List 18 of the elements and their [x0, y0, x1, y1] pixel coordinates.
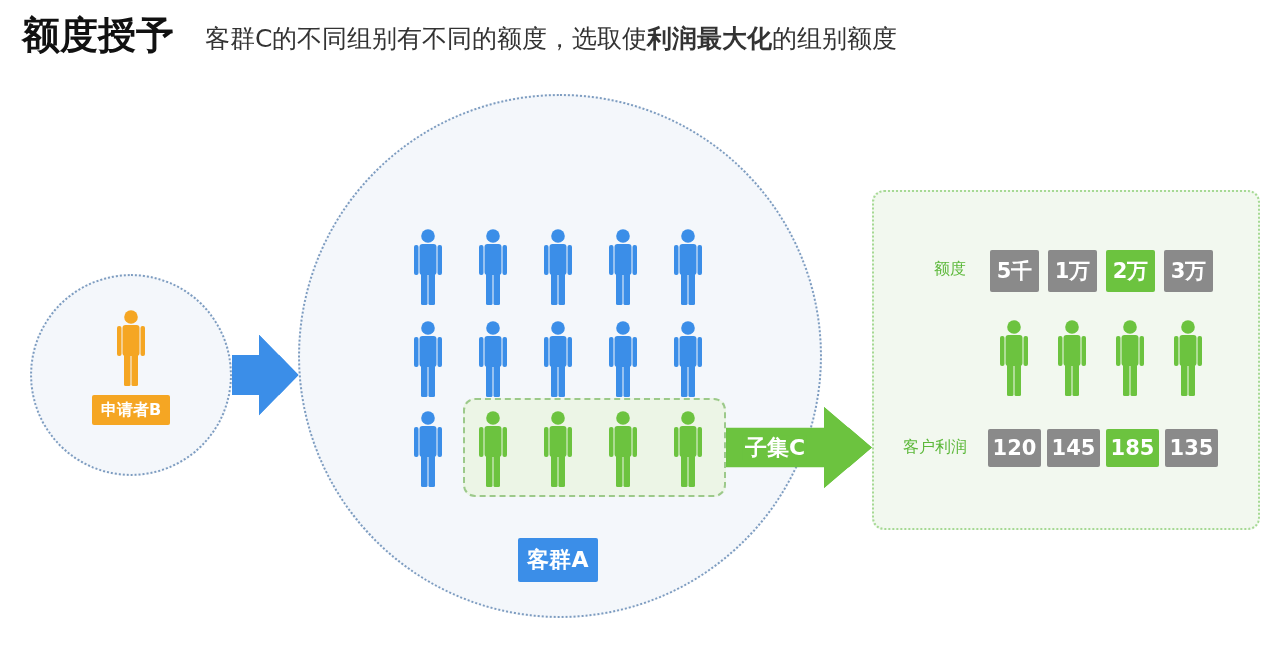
value-tile: 5千 — [990, 250, 1039, 292]
value-tile: 2万 — [1106, 250, 1155, 292]
value-tile: 145 — [1047, 429, 1100, 467]
title: 额度授予 — [22, 12, 174, 59]
value-tile: 185 — [1106, 429, 1159, 467]
value-tile: 135 — [1165, 429, 1218, 467]
result-panel — [872, 190, 1260, 530]
subtitle: 客群C的不同组别有不同的额度，选取使利润最大化的组别额度 — [205, 23, 898, 55]
value-tile: 120 — [988, 429, 1041, 467]
arrow — [726, 406, 872, 489]
value-tile: 3万 — [1164, 250, 1213, 292]
row-label: 额度 — [934, 259, 966, 280]
subset-panel — [463, 398, 726, 497]
row-label: 客户利润 — [903, 437, 967, 458]
arrow — [232, 334, 299, 416]
value-tile: 1万 — [1048, 250, 1097, 292]
name-tag: 申请者B — [92, 395, 170, 425]
name-tag: 客群A — [518, 538, 598, 582]
